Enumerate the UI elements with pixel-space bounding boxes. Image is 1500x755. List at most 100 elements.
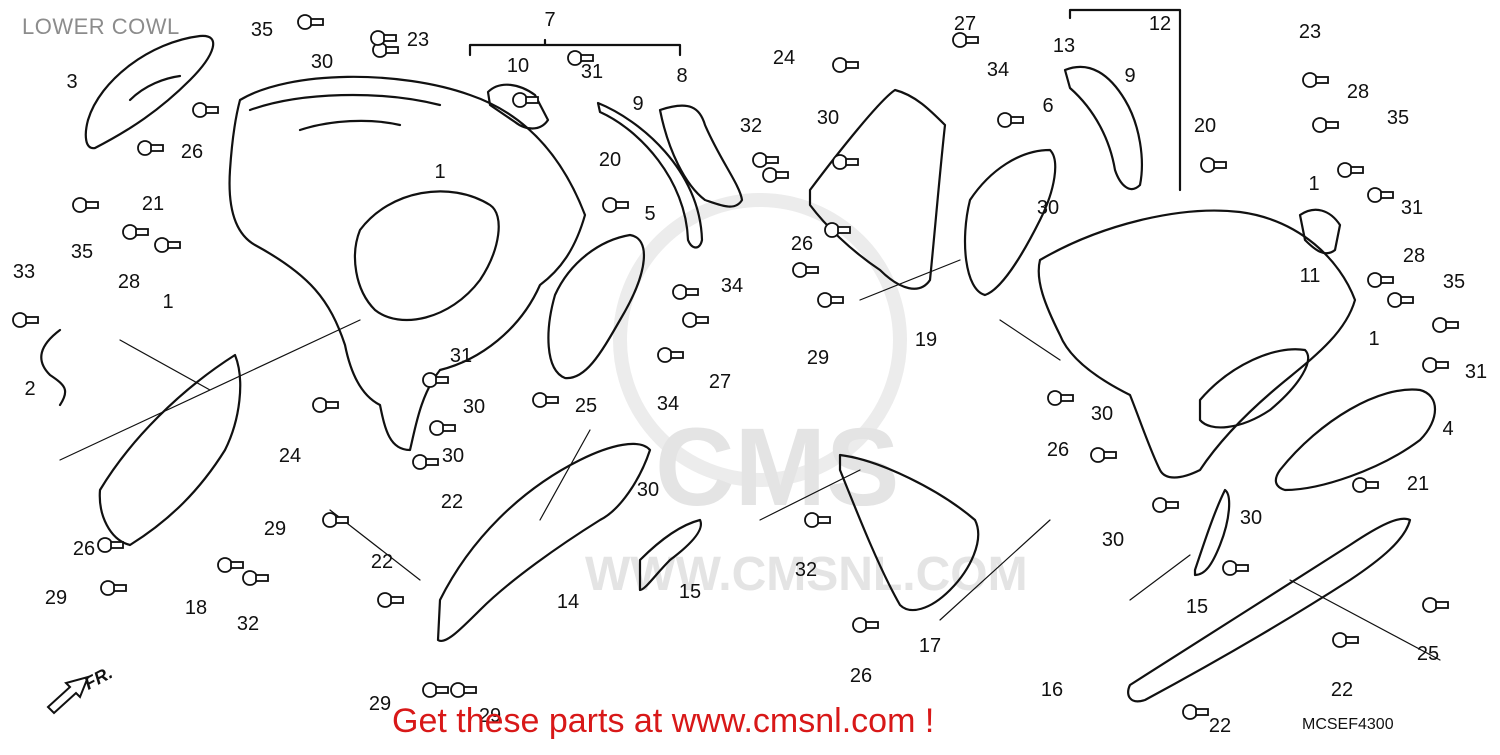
fastener-icon — [322, 512, 349, 528]
callout-35: 35 — [1443, 271, 1465, 293]
callout-20: 20 — [1194, 115, 1216, 137]
callout-30: 30 — [1102, 529, 1124, 551]
part-middle-cowl-left-rim — [248, 93, 442, 132]
watermark: CMS WWW.CMSNL.COM — [585, 193, 1028, 601]
fastener-icon — [1312, 117, 1339, 133]
callout-30: 30 — [637, 479, 659, 501]
bracket-leader-7 — [468, 38, 682, 57]
guide-line-b — [859, 259, 1441, 661]
part-wire-harness-2 — [40, 328, 67, 407]
fastener-icon — [1367, 187, 1394, 203]
part-duct-5 — [547, 233, 646, 380]
fastener-icon — [12, 312, 39, 328]
callout-11: 11 — [1300, 265, 1321, 287]
fastener-icon — [137, 140, 164, 156]
fastener-icon — [242, 570, 269, 586]
fastener-icon — [1090, 447, 1117, 463]
fastener-icon — [1422, 597, 1449, 613]
part-lower-panel-16 — [1127, 517, 1412, 703]
fastener-icon — [1302, 72, 1329, 88]
callout-7: 7 — [544, 9, 555, 31]
callout-35: 35 — [1387, 107, 1409, 129]
front-arrow-icon — [46, 675, 90, 715]
fastener-icon — [1200, 157, 1227, 173]
diagram-code: MCSEF4300 — [1302, 716, 1394, 733]
callout-3: 3 — [66, 71, 77, 93]
callout-31: 31 — [581, 61, 603, 83]
fastener-icon — [602, 197, 629, 213]
fastener-icon — [1367, 272, 1394, 288]
fastener-icon — [852, 617, 879, 633]
callout-27: 27 — [954, 13, 976, 35]
fastener-icon — [682, 312, 709, 328]
callout-31: 31 — [1401, 197, 1423, 219]
watermark-url: WWW.CMSNL.COM — [585, 548, 1028, 601]
callout-34: 34 — [721, 275, 743, 297]
callout-30: 30 — [817, 107, 839, 129]
fastener-icon — [422, 682, 449, 698]
fastener-icon — [1387, 292, 1414, 308]
fastener-icon — [804, 512, 831, 528]
callout-12: 12 — [1149, 13, 1171, 35]
fastener-icon — [217, 557, 244, 573]
callout-30: 30 — [1240, 507, 1262, 529]
part-lower-cowl-right — [1037, 209, 1357, 479]
fastener-icon — [377, 592, 404, 608]
fastener-icon — [72, 197, 99, 213]
callout-1: 1 — [434, 161, 445, 183]
callout-22: 22 — [1331, 679, 1353, 701]
footer-link[interactable]: Get these parts at www.cmsnl.com ! — [392, 702, 935, 740]
fastener-icon — [512, 92, 539, 108]
fastener-icon — [824, 222, 851, 238]
fastener-icon — [762, 167, 789, 183]
callout-4: 4 — [1442, 418, 1453, 440]
callout-21: 21 — [142, 193, 164, 215]
callout-22: 22 — [371, 551, 393, 573]
callout-29: 29 — [479, 705, 501, 727]
guide-line-a — [59, 319, 861, 581]
callout-6: 6 — [1042, 95, 1053, 117]
part-inner-panel-19 — [808, 88, 947, 290]
part-trim-strip-9-left — [596, 101, 704, 249]
callout-32: 32 — [237, 613, 259, 635]
callout-25: 25 — [575, 395, 597, 417]
callout-30: 30 — [463, 396, 485, 418]
callout-34: 34 — [657, 393, 679, 415]
part-trim-strip-13 — [1063, 65, 1143, 191]
callout-18: 18 — [185, 597, 207, 619]
fastener-icon — [450, 682, 477, 698]
part-bracket-10 — [486, 83, 550, 130]
fastener-icon — [1047, 390, 1074, 406]
callout-25: 25 — [1417, 643, 1439, 665]
part-middle-cowl-left-inner — [353, 190, 500, 322]
callout-22: 22 — [441, 491, 463, 513]
fastener-icon — [532, 392, 559, 408]
fastener-icon — [154, 237, 181, 253]
callout-35: 35 — [251, 19, 273, 41]
callout-26: 26 — [73, 538, 95, 560]
fastener-icon — [1152, 497, 1179, 513]
fastener-icon — [1182, 704, 1209, 720]
fastener-icon — [100, 580, 127, 596]
part-side-panel-18 — [98, 353, 242, 547]
callout-5: 5 — [644, 203, 655, 225]
callout-29: 29 — [369, 693, 391, 715]
callout-32: 32 — [795, 559, 817, 581]
callout-26: 26 — [1047, 439, 1069, 461]
callout-22: 22 — [1209, 715, 1231, 737]
callout-32: 32 — [740, 115, 762, 137]
callout-24: 24 — [773, 47, 795, 69]
callout-1: 1 — [1368, 328, 1379, 350]
callout-1: 1 — [162, 291, 173, 313]
callout-29: 29 — [45, 587, 67, 609]
fastener-icon — [817, 292, 844, 308]
callout-26: 26 — [850, 665, 872, 687]
diagram-title: LOWER COWL — [22, 14, 180, 39]
callout-29: 29 — [264, 518, 286, 540]
fastener-icon — [792, 262, 819, 278]
callout-16: 16 — [1041, 679, 1063, 701]
callout-29: 29 — [807, 347, 829, 369]
fastener-icon — [997, 112, 1024, 128]
